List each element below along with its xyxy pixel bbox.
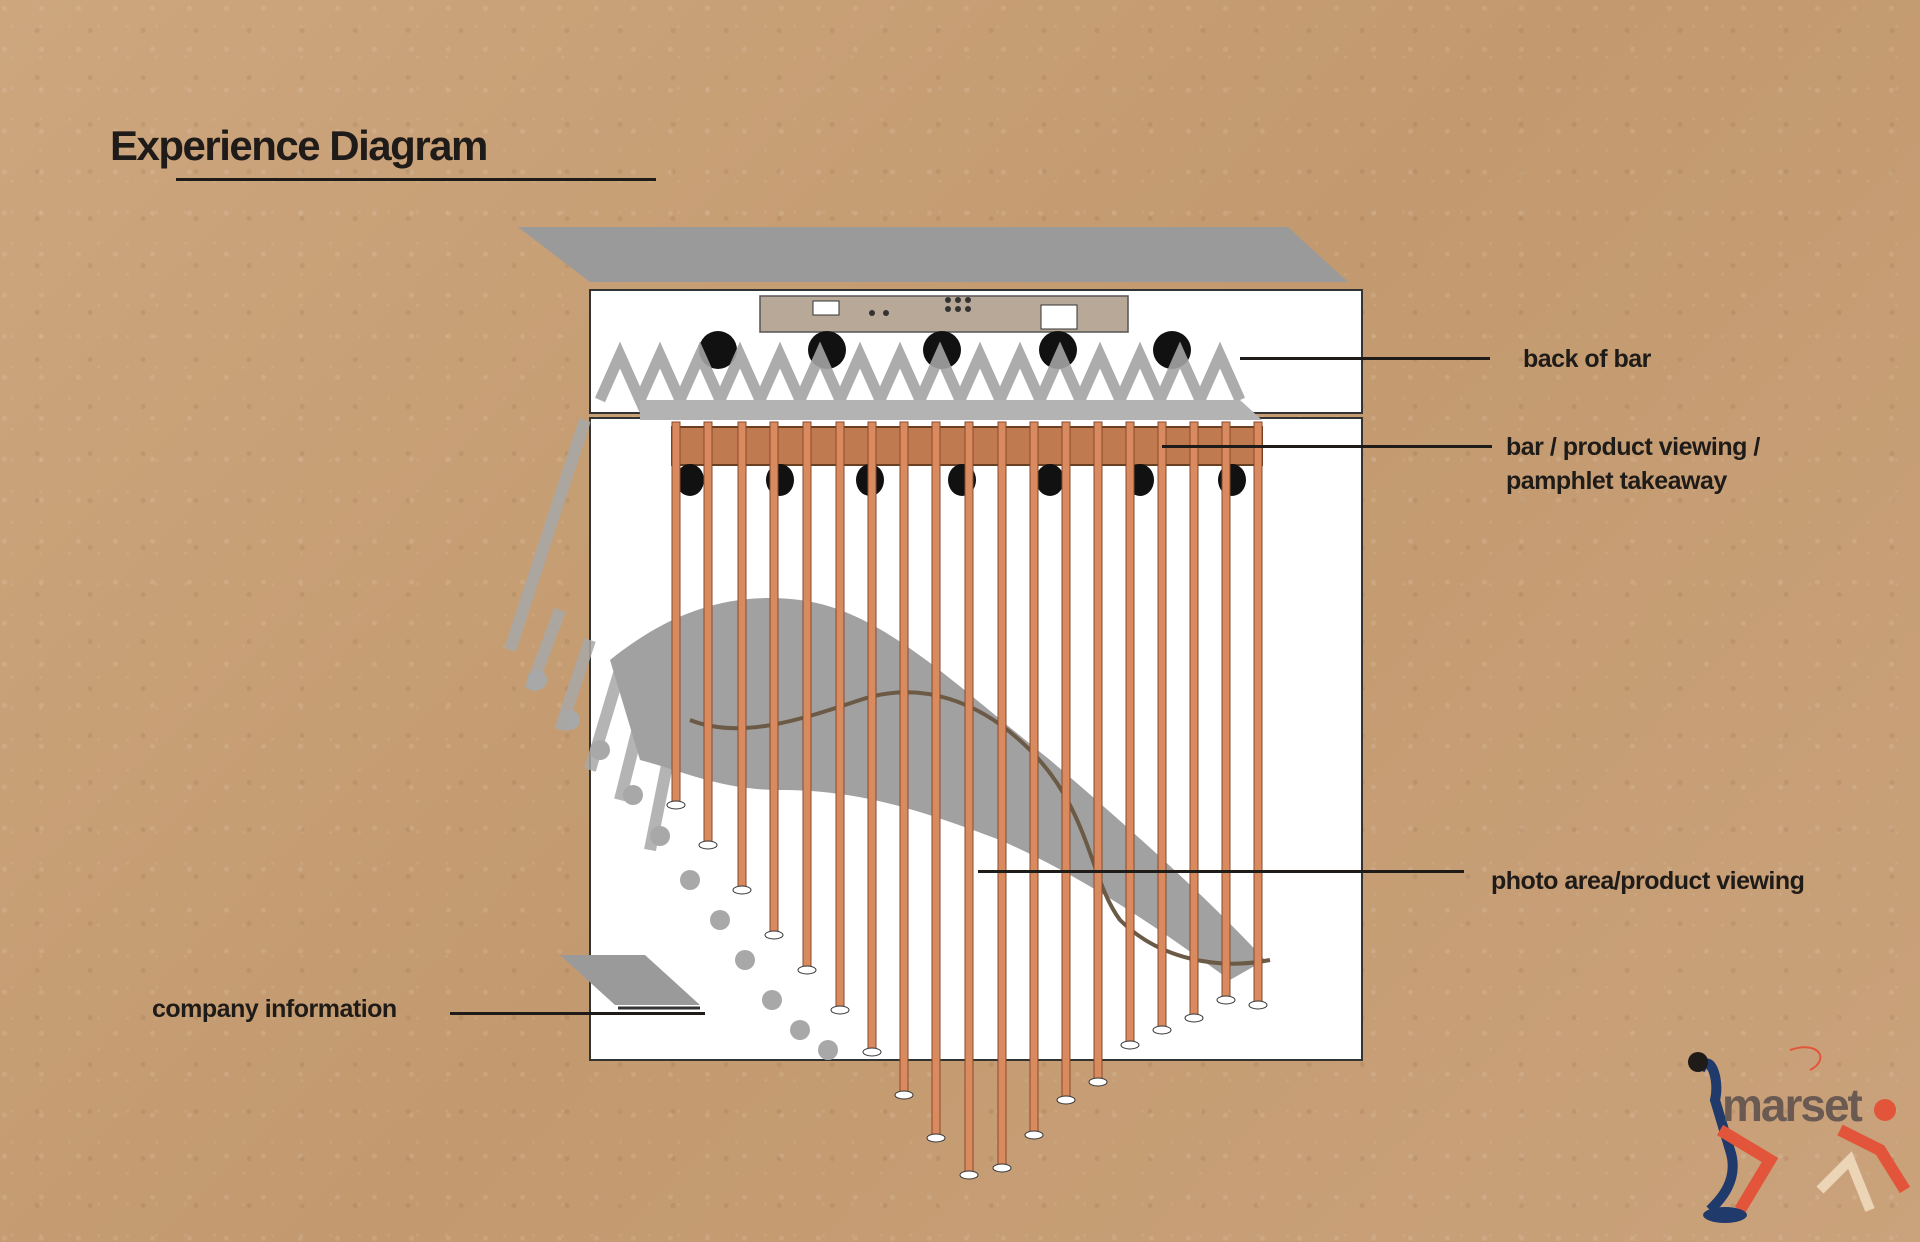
rod-base [1120,1040,1140,1050]
rod-base [830,1005,850,1015]
back-of-bar-label: back of bar [1523,345,1651,373]
title-underline [176,178,656,181]
diagram-title: Experience Diagram [110,122,488,169]
hanging-rod [997,421,1007,1169]
back-of-bar-leader [1240,357,1490,360]
rod-base [894,1090,914,1100]
rod-base [959,1170,979,1180]
photo-area-label: photo area/product viewing [1491,867,1805,895]
hanging-rod [671,421,681,806]
rod-base [1056,1095,1076,1105]
hanging-rod [1125,421,1135,1046]
rod-base [764,930,784,940]
company-info-label: company information [152,995,397,1023]
hanging-rod [802,421,812,971]
rod-base [1088,1077,1108,1087]
rod-base [862,1047,882,1057]
hanging-rod [703,421,713,846]
marset-logo-illustration [1688,1046,1910,1223]
hanging-rod [867,421,877,1053]
hanging-rod [964,421,974,1176]
hanging-rod [1061,421,1071,1101]
hanging-rod [769,421,779,936]
rod-base [1152,1025,1172,1035]
bar-leader [1162,445,1492,448]
rod-base [1184,1013,1204,1023]
rod-base [1024,1130,1044,1140]
hanging-rod [899,421,909,1096]
roof-shadow [518,227,1348,282]
rod-base [1216,995,1236,1005]
hanging-rod [1253,421,1263,1006]
company-info-leader [450,1012,705,1015]
rod-base [926,1133,946,1143]
hanging-rod [1221,421,1231,1001]
marset-logo-text: marset [1722,1079,1863,1131]
hanging-rod [835,421,845,1011]
bar-label-line1: bar / product viewing / [1506,433,1760,461]
rod-base [797,965,817,975]
hanging-rod [737,421,747,891]
hanging-rod [931,421,941,1139]
hanging-rod [1093,421,1103,1083]
info-table [560,955,700,1005]
bar-label: bar / product viewing / pamphlet takeawa… [1506,430,1760,498]
hanging-rods [666,421,1268,1180]
rod-base [666,800,686,810]
photo-area-leader [978,870,1464,873]
rod-base [732,885,752,895]
hanging-rod [1189,421,1199,1019]
booth-plan-diagram [504,227,1363,1180]
hanging-rod [1157,421,1167,1031]
rod-base [698,840,718,850]
rod-base [992,1163,1012,1173]
bar-label-line2: pamphlet takeaway [1506,467,1727,495]
rod-base [1248,1000,1268,1010]
hanging-rod [1029,421,1039,1136]
